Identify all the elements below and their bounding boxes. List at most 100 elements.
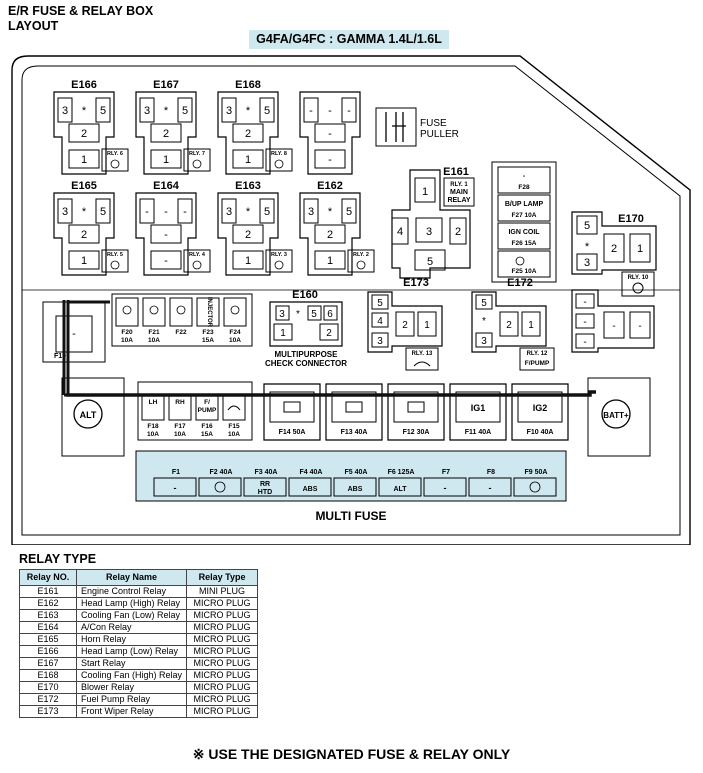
- main-relay-tag: RLY. 1: [450, 182, 468, 188]
- batt-terminal-label: BATT+: [603, 411, 629, 420]
- e160-pin-label: 2: [326, 328, 332, 339]
- relay-symbol-icon: [110, 260, 120, 270]
- multi-fuse-label: RR: [260, 481, 270, 488]
- relay-tag: RLY. 6: [107, 151, 123, 157]
- cartridge-fuse-name: F10 40A: [527, 429, 554, 436]
- cartridge-fuse-label: IG1: [471, 403, 486, 413]
- relay-type-cell: MICRO PLUG: [186, 633, 259, 646]
- main-relay-tag-box: [443, 177, 475, 207]
- dash-relay-pin: [575, 313, 595, 329]
- relay-socket-id: E168: [235, 79, 261, 91]
- lower-fuse-label: LH: [149, 399, 158, 406]
- relay-pin-label: -: [309, 105, 313, 117]
- relay-tag-box: [265, 148, 293, 172]
- relay-pin: [303, 97, 319, 123]
- relay-pin-label: 1: [81, 255, 87, 267]
- relay-pin-label: 2: [245, 128, 251, 140]
- lower-fuse-amp: 10A: [147, 431, 159, 438]
- relay-name-cell: Cooling Fan (High) Relay: [75, 669, 188, 682]
- e170-id: E170: [618, 213, 644, 225]
- lower-fuse-name: F17: [174, 423, 186, 430]
- lower-fuse-name: F16: [201, 423, 213, 430]
- fuse-puller-label: PULLER: [420, 129, 459, 140]
- relay-pin-label: *: [246, 206, 251, 218]
- e172-pin: [475, 332, 493, 348]
- cartridge-fuse-icon: [345, 401, 363, 413]
- cartridge-fuse-name: F11 40A: [465, 429, 491, 436]
- relay-no-cell: E170: [19, 681, 77, 694]
- relay-pin-label: -: [164, 206, 168, 218]
- e173-pin-label: 3: [377, 336, 383, 347]
- lower-fuse-name: F15: [228, 423, 240, 430]
- main-relay-pin-label: 4: [397, 226, 403, 238]
- relay-pin-label: 2: [81, 229, 87, 241]
- relay-symbol-icon: [192, 159, 202, 169]
- multi-fuse-cell: [378, 477, 422, 497]
- relay-name-cell: Head Lamp (Low) Relay: [75, 645, 188, 658]
- relay-pin-label: 1: [245, 154, 251, 166]
- relay-type-cell: MINI PLUG: [186, 585, 259, 598]
- mini-fuse-name: F20: [121, 329, 133, 336]
- relay-pin: [259, 198, 275, 224]
- relay-pin: [177, 97, 193, 123]
- relay-pin-label: *: [82, 105, 87, 117]
- header-relay-no: Relay NO.: [19, 569, 77, 586]
- relay-pin-label: *: [246, 105, 251, 117]
- mini-fuse: [115, 297, 139, 327]
- e173-pin: [371, 294, 389, 310]
- busbar-main: [66, 390, 596, 397]
- header-relay-name: Relay Name: [75, 569, 188, 586]
- relay-socket-outline: [217, 192, 279, 276]
- main-relay-id: E161: [443, 166, 469, 178]
- relay-socket-id: E165: [71, 180, 97, 192]
- dash-relay-pin: [603, 311, 625, 339]
- relay-pin-label: 2: [81, 128, 87, 140]
- side-fuse: [497, 250, 551, 278]
- relay-tag: RLY. 3: [271, 252, 287, 258]
- e160-pin-label: *: [296, 309, 300, 320]
- relay-pin: [177, 198, 193, 224]
- relay-socket-outline: [299, 192, 361, 276]
- main-relay-pin-label: 5: [427, 256, 433, 268]
- e170-pin-label: *: [585, 241, 590, 253]
- e160-pin: [273, 323, 293, 341]
- relay-no-cell: E162: [19, 597, 77, 610]
- wiper-icon: [413, 361, 431, 367]
- engine-badge: G4FA/G4FC : GAMMA 1.4L/1.6L: [249, 30, 449, 49]
- side-fuse: [497, 166, 551, 194]
- side-fuse: [497, 194, 551, 222]
- relay-name-cell: Horn Relay: [75, 633, 188, 646]
- f19-fuse: [55, 315, 93, 353]
- relay-symbol-icon: [274, 260, 284, 270]
- relay-no-cell: E165: [19, 633, 77, 646]
- relay-name-cell: Front Wiper Relay: [75, 705, 188, 718]
- relay-socket: E164-----RLY. 4: [135, 180, 211, 276]
- e172-outline: [471, 291, 547, 353]
- e172-pin-label: 2: [506, 320, 512, 331]
- relay-type-cell: MICRO PLUG: [186, 621, 259, 634]
- relay-pin-label: 3: [226, 105, 232, 117]
- e172-pin: [521, 311, 541, 337]
- multi-fuse-cell: [243, 477, 287, 497]
- multi-fuse-cell: [333, 477, 377, 497]
- e173-pin-label: 5: [377, 298, 383, 309]
- multi-fuse-name: F5 40A: [345, 469, 368, 476]
- multi-fuse-label: HTD: [258, 489, 272, 496]
- dash-relay-pin-label: -: [583, 337, 586, 348]
- multi-fuse-icon: [529, 481, 541, 493]
- relay-name-cell: Start Relay: [75, 657, 188, 670]
- lower-fuse: [141, 393, 165, 421]
- relay-pin: [314, 224, 346, 244]
- e173-pin-label: 2: [402, 320, 408, 331]
- lower-fuse-amp: 10A: [174, 431, 186, 438]
- mini-fuse: [142, 297, 166, 327]
- relay-pin-label: -: [328, 105, 332, 117]
- relay-pin: [68, 224, 100, 244]
- cartridge-fuse-outline: [325, 383, 383, 441]
- e160-pin-label: 1: [280, 328, 286, 339]
- relay-pin: [68, 123, 100, 143]
- housing-inner-outline: [21, 65, 681, 536]
